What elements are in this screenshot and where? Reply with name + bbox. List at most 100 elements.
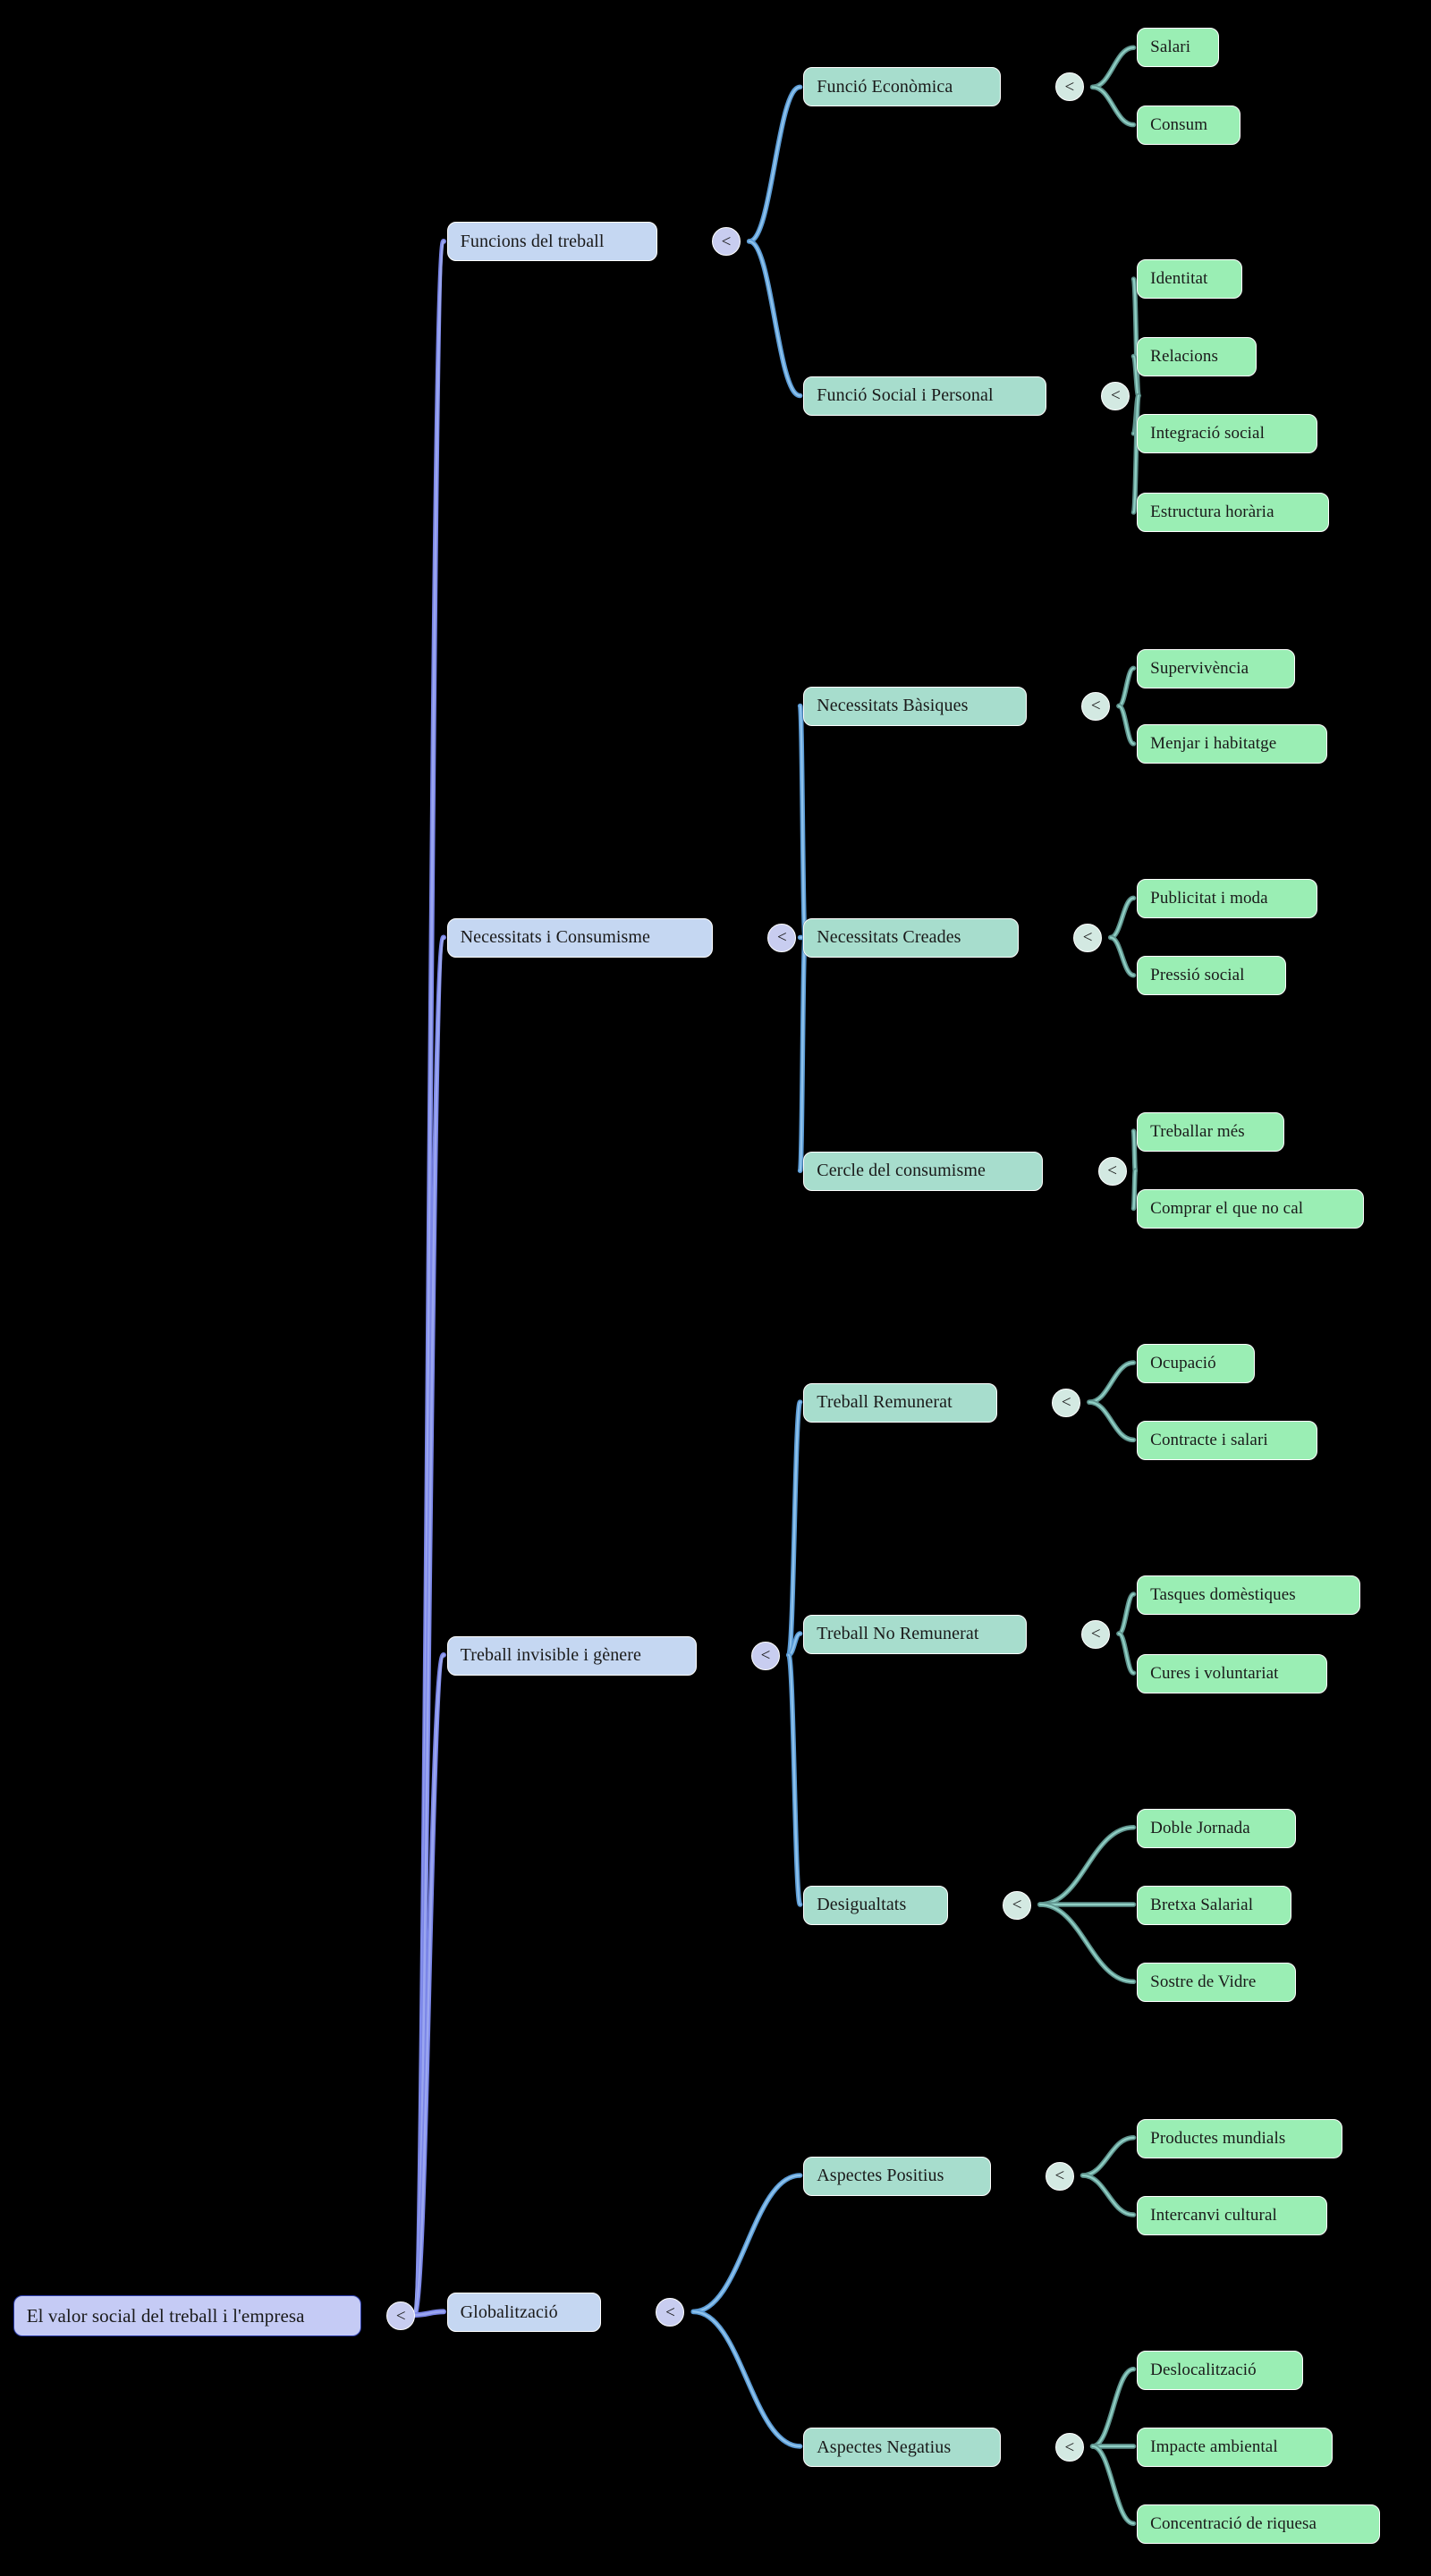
leaf-node[interactable]: Cures i voluntariat: [1137, 1653, 1328, 1693]
collapse-toggle-branch-0[interactable]: <: [711, 227, 741, 257]
collapse-toggle-subtopic-2-2[interactable]: <: [1003, 1890, 1032, 1920]
leaf-node[interactable]: Ocupació: [1137, 1343, 1256, 1383]
mindmap-edge: [692, 2310, 801, 2448]
subtopic-node[interactable]: Aspectes Positius: [803, 2156, 991, 2196]
mindmap-edge: [1130, 1128, 1139, 1173]
leaf-node[interactable]: Estructura horària: [1137, 493, 1330, 533]
collapse-toggle-subtopic-2-1[interactable]: <: [1081, 1619, 1111, 1649]
leaf-node[interactable]: Comprar el que no cal: [1137, 1189, 1364, 1229]
leaf-node[interactable]: Consum: [1137, 105, 1240, 145]
node-label: Salari: [1150, 38, 1191, 57]
leaf-node[interactable]: Supervivència: [1137, 648, 1295, 688]
mindmap-edge: [1091, 2445, 1135, 2525]
mindmap-edge: [1091, 2368, 1135, 2448]
leaf-node[interactable]: Relacions: [1137, 336, 1257, 376]
node-label: Treball invisible i gènere: [460, 1645, 642, 1666]
node-label: Concentració de riquesa: [1150, 2514, 1317, 2534]
mindmap-edge: [1109, 936, 1135, 976]
mindmap-edge: [748, 240, 801, 397]
node-label: Tasques domèstiques: [1150, 1584, 1296, 1604]
mindmap-edge: [1108, 895, 1137, 941]
collapse-toggle-root[interactable]: <: [386, 2302, 416, 2331]
collapse-toggle-subtopic-2-0[interactable]: <: [1052, 1388, 1081, 1417]
mindmap-edge: [1117, 1592, 1135, 1635]
subtopic-node[interactable]: Necessitats Creades: [803, 917, 1019, 958]
leaf-node[interactable]: Treballar més: [1137, 1111, 1285, 1152]
collapse-toggle-subtopic-1-0[interactable]: <: [1081, 691, 1111, 721]
leaf-node[interactable]: Productes mundials: [1137, 2118, 1342, 2158]
collapse-toggle-branch-1[interactable]: <: [767, 923, 797, 952]
mindmap-edge: [1130, 393, 1141, 515]
leaf-node[interactable]: Concentració de riquesa: [1137, 2504, 1381, 2545]
node-label: Impacte ambiental: [1150, 2437, 1278, 2457]
collapse-toggle-subtopic-3-1[interactable]: <: [1054, 2433, 1084, 2462]
node-label: Necessitats Creades: [817, 927, 961, 948]
leaf-node[interactable]: Doble Jornada: [1137, 1808, 1297, 1848]
node-label: El valor social del treball i l'empresa: [26, 2304, 305, 2327]
leaf-node[interactable]: Deslocalització: [1137, 2350, 1303, 2390]
node-label: Ocupació: [1150, 1353, 1216, 1372]
leaf-node[interactable]: Tasques domèstiques: [1137, 1575, 1360, 1615]
root-node[interactable]: El valor social del treball i l'empresa: [13, 2295, 362, 2337]
leaf-node[interactable]: Integració social: [1137, 413, 1318, 453]
branch-node[interactable]: Treball invisible i gènere: [446, 1635, 697, 1676]
subtopic-node[interactable]: Necessitats Bàsiques: [803, 686, 1028, 726]
node-label: Estructura horària: [1150, 503, 1274, 522]
node-label: Publicitat i moda: [1150, 888, 1268, 908]
node-label: Identitat: [1150, 269, 1208, 289]
subtopic-node[interactable]: Treball No Remunerat: [803, 1614, 1028, 1654]
branch-node[interactable]: Necessitats i Consumisme: [446, 917, 714, 958]
mindmap-edge: [1087, 1360, 1137, 1405]
branch-node[interactable]: Globalització: [446, 2293, 602, 2333]
mindmap-edge: [799, 936, 807, 1172]
leaf-node[interactable]: Pressió social: [1137, 956, 1287, 996]
collapse-toggle-subtopic-0-1[interactable]: <: [1101, 381, 1130, 410]
subtopic-node[interactable]: Funció Econòmica: [803, 67, 1001, 107]
node-label: Comprar el que no cal: [1150, 1199, 1304, 1218]
node-label: Treball No Remunerat: [817, 1624, 979, 1644]
collapse-toggle-subtopic-0-0[interactable]: <: [1054, 72, 1084, 102]
collapse-toggle-subtopic-3-0[interactable]: <: [1045, 2161, 1074, 2191]
mindmap-edge: [1117, 705, 1135, 745]
mindmap-edge: [1091, 86, 1135, 126]
leaf-node[interactable]: Publicitat i moda: [1137, 878, 1318, 918]
leaf-node[interactable]: Bretxa Salarial: [1137, 1885, 1291, 1925]
leaf-node[interactable]: Contracte i salari: [1137, 1421, 1318, 1461]
mindmap-edge: [1132, 1170, 1137, 1210]
mindmap-edge: [785, 1399, 803, 1658]
mindmap-edge: [690, 2309, 803, 2449]
leaf-node[interactable]: Salari: [1137, 28, 1220, 68]
subtopic-node[interactable]: Cercle del consumisme: [803, 1151, 1044, 1191]
mindmap-edge: [1091, 46, 1135, 89]
mindmap-edge: [799, 705, 807, 939]
subtopic-node[interactable]: Aspectes Negatius: [803, 2428, 1001, 2468]
node-label: Cercle del consumisme: [817, 1161, 986, 1181]
collapse-toggle-branch-2[interactable]: <: [751, 1641, 781, 1670]
mindmap-edge: [412, 240, 445, 2317]
mindmap-edge: [1081, 2136, 1135, 2177]
node-label: Funcions del treball: [460, 231, 605, 251]
mindmap-edge: [746, 84, 803, 244]
collapse-toggle-subtopic-1-2[interactable]: <: [1097, 1156, 1127, 1186]
collapse-toggle-subtopic-1-1[interactable]: <: [1073, 923, 1103, 952]
leaf-node[interactable]: Sostre de Vidre: [1137, 1963, 1297, 2003]
leaf-node[interactable]: Menjar i habitatge: [1137, 724, 1328, 764]
mindmap-edge: [1132, 1130, 1137, 1172]
subtopic-node[interactable]: Desigualtats: [803, 1885, 948, 1925]
mindmap-edge: [411, 1651, 446, 2318]
subtopic-node[interactable]: Treball Remunerat: [803, 1382, 998, 1423]
node-label: Contracte i salari: [1150, 1431, 1268, 1450]
leaf-node[interactable]: Identitat: [1137, 259, 1242, 300]
branch-node[interactable]: Funcions del treball: [446, 222, 657, 262]
node-label: Aspectes Positius: [817, 2166, 944, 2186]
node-label: Globalització: [460, 2302, 558, 2322]
node-label: Funció Econòmica: [817, 76, 953, 97]
subtopic-node[interactable]: Funció Social i Personal: [803, 376, 1047, 416]
mindmap-edge: [411, 238, 446, 2318]
node-label: Necessitats Bàsiques: [817, 696, 969, 716]
leaf-node[interactable]: Impacte ambiental: [1137, 2428, 1333, 2468]
mindmap-edge: [748, 86, 801, 243]
collapse-toggle-branch-3[interactable]: <: [656, 2298, 685, 2327]
mindmap-edge: [412, 2310, 445, 2317]
leaf-node[interactable]: Intercanvi cultural: [1137, 2196, 1328, 2236]
